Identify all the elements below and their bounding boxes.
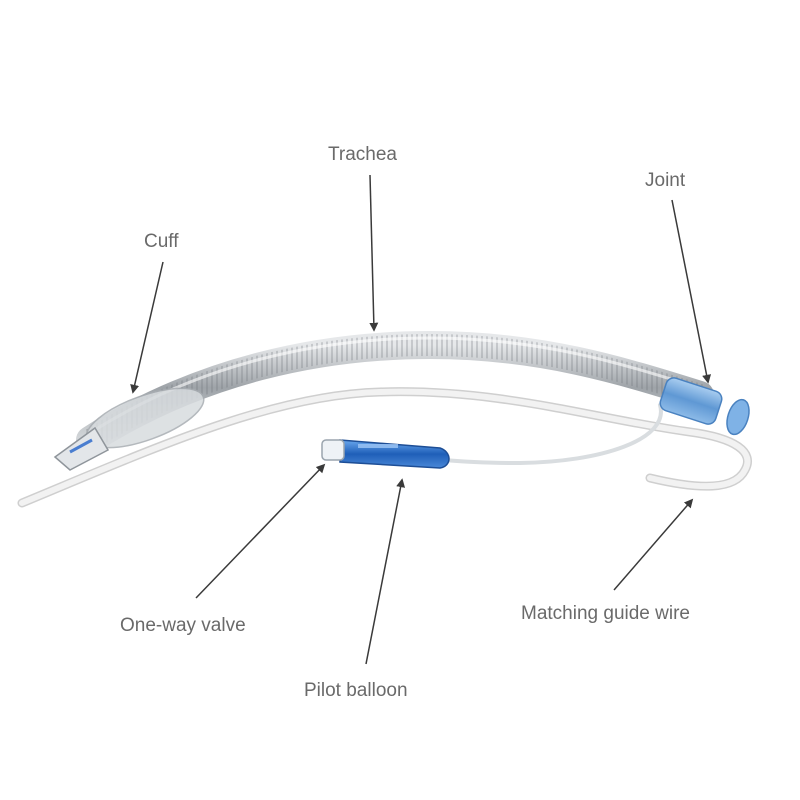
joint-connector <box>659 377 750 436</box>
pilot-line <box>443 403 663 466</box>
cuff-label: Cuff <box>144 231 179 252</box>
guide-wire-arrow <box>613 498 694 591</box>
joint-label: Joint <box>645 170 686 191</box>
pilot-balloon-label: Pilot balloon <box>304 680 408 701</box>
tube-tip <box>53 426 110 471</box>
one-way-valve-label: One-way valve <box>120 615 246 636</box>
guide-wire <box>17 387 752 508</box>
trachea-arrow <box>369 174 379 332</box>
cuff-arrow <box>130 261 164 394</box>
pilot-balloon-valve <box>321 439 450 469</box>
trachea-label: Trachea <box>328 144 397 165</box>
guide-wire-label: Matching guide wire <box>521 603 690 624</box>
pilot-balloon-arrow <box>365 478 406 665</box>
one-way-valve-arrow <box>195 463 326 599</box>
joint-arrow <box>671 199 712 384</box>
